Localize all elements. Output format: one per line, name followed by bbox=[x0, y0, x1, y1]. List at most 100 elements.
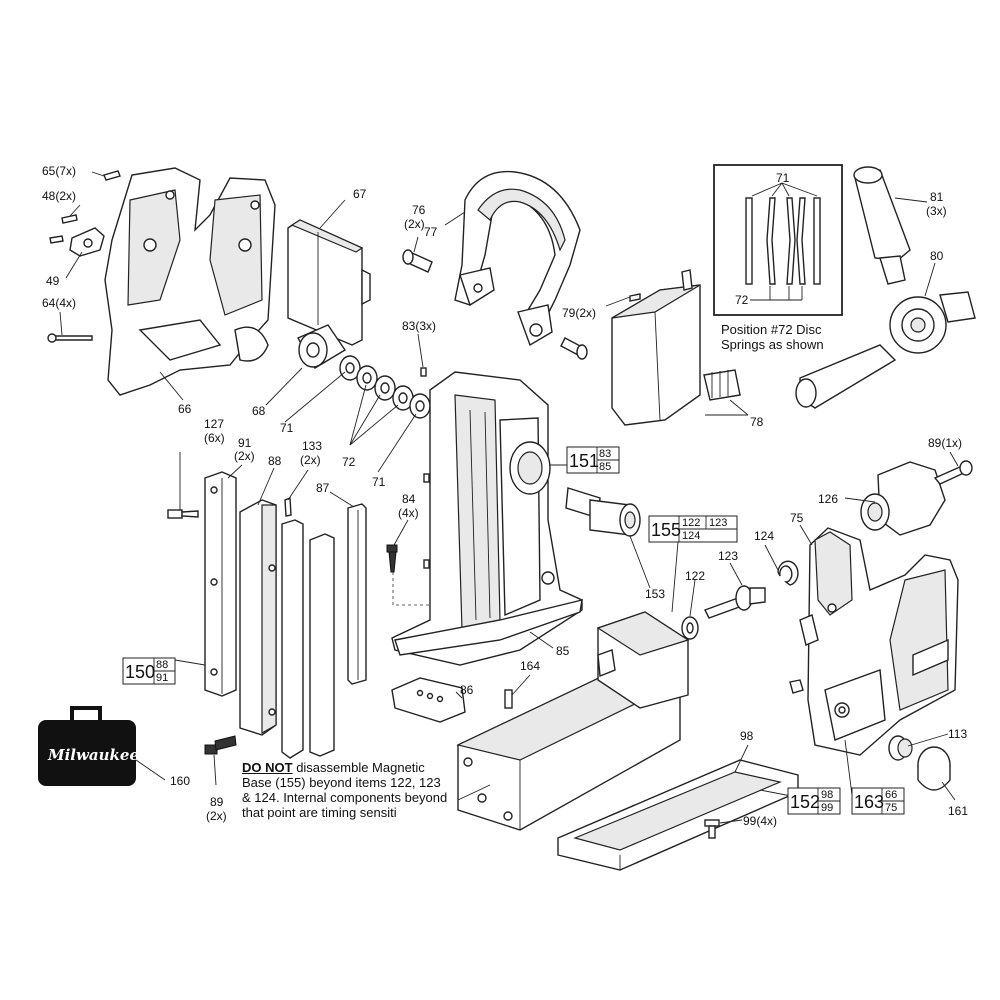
label-98: 98 bbox=[740, 729, 754, 743]
label-113: 113 bbox=[948, 727, 967, 741]
assembly-151-sub2: 85 bbox=[599, 461, 611, 473]
assembly-150-main: 150 bbox=[125, 662, 155, 682]
warning-emphasis: DO NOT bbox=[242, 760, 293, 775]
label-89-lower: 89 bbox=[210, 795, 224, 809]
part-127-screw bbox=[167, 509, 199, 519]
part-155-magnetic-base bbox=[456, 611, 690, 831]
assembly-box-163: 163 66 75 bbox=[851, 787, 905, 815]
assembly-box-151: 151 83 85 bbox=[566, 446, 620, 474]
washers-71-72 bbox=[339, 355, 431, 419]
assembly-152-sub1: 98 bbox=[821, 789, 833, 801]
assembly-163-sub1: 66 bbox=[885, 789, 897, 801]
part-68-cylinder bbox=[297, 324, 346, 369]
part-81-knob bbox=[853, 166, 911, 285]
part-80-hub bbox=[795, 291, 976, 409]
label-79: 79(2x) bbox=[562, 306, 596, 320]
assembly-155-sub1: 122 bbox=[682, 517, 700, 529]
label-68: 68 bbox=[252, 404, 266, 418]
label-124: 124 bbox=[754, 529, 774, 543]
label-133-qty: (2x) bbox=[300, 453, 321, 467]
part-124-clip bbox=[777, 560, 799, 586]
part-78-module bbox=[611, 269, 741, 426]
label-91: 91 bbox=[238, 436, 252, 450]
assembly-150-sub1: 88 bbox=[156, 659, 168, 671]
label-87: 87 bbox=[316, 481, 330, 495]
label-164: 164 bbox=[520, 659, 540, 673]
part-99-screw bbox=[704, 819, 720, 839]
part-161-cap bbox=[917, 746, 951, 791]
assembly-151-main: 151 bbox=[569, 451, 599, 471]
label-123: 123 bbox=[718, 549, 738, 563]
disc-spring-inset bbox=[713, 164, 843, 316]
label-161: 161 bbox=[948, 804, 968, 818]
part-83-pins bbox=[420, 367, 430, 569]
assembly-150-sub2: 91 bbox=[156, 672, 168, 684]
assembly-155-sub2: 124 bbox=[682, 530, 700, 542]
label-126: 126 bbox=[818, 492, 838, 506]
warning-note: DO NOT disassemble Magnetic Base (155) b… bbox=[242, 760, 452, 820]
part-77-handle bbox=[454, 170, 581, 347]
screws-65-48-64 bbox=[47, 170, 121, 343]
label-65: 65(7x) bbox=[42, 164, 76, 178]
part-87-rail bbox=[309, 503, 367, 757]
label-89-lower-qty: (2x) bbox=[206, 809, 227, 823]
label-86: 86 bbox=[460, 683, 474, 697]
label-80: 80 bbox=[930, 249, 944, 263]
part-91-rail bbox=[204, 471, 237, 697]
assembly-155-main: 155 bbox=[651, 520, 681, 540]
label-84-qty: (4x) bbox=[398, 506, 419, 520]
label-91-qty: (2x) bbox=[234, 449, 255, 463]
label-67: 67 bbox=[353, 187, 367, 201]
part-133-rail bbox=[281, 496, 304, 759]
part-153-shaft bbox=[565, 487, 641, 537]
label-99: 99(4x) bbox=[743, 814, 777, 828]
part-66-housing bbox=[104, 167, 276, 396]
part-123-screw bbox=[704, 585, 766, 619]
assembly-152-main: 152 bbox=[790, 792, 820, 812]
part-164-pin bbox=[504, 689, 513, 709]
part-79-screws bbox=[629, 293, 641, 302]
label-77: 77 bbox=[424, 225, 438, 239]
part-89-screw-lower bbox=[204, 735, 237, 755]
part-122-washer bbox=[681, 616, 699, 640]
label-85: 85 bbox=[556, 644, 570, 658]
assembly-151-sub1: 83 bbox=[599, 448, 611, 460]
label-127: 127 bbox=[204, 417, 224, 431]
label-76: 76 bbox=[412, 203, 426, 217]
label-48: 48(2x) bbox=[42, 189, 76, 203]
label-89-upper: 89(1x) bbox=[928, 436, 962, 450]
label-49: 49 bbox=[46, 274, 60, 288]
label-72-left: 72 bbox=[342, 455, 356, 469]
part-84-screws bbox=[386, 544, 398, 573]
assembly-box-155: 155 122 124 123 bbox=[648, 515, 738, 543]
label-133: 133 bbox=[302, 439, 322, 453]
warning-text: disassemble Magnetic Base (155) beyond i… bbox=[242, 760, 448, 820]
label-81: 81 bbox=[930, 190, 944, 204]
part-113-bushing bbox=[888, 735, 913, 761]
case-brand-logo: Milwaukee bbox=[47, 746, 139, 764]
label-81-qty: (3x) bbox=[926, 204, 947, 218]
part-86-block bbox=[391, 677, 466, 723]
label-88: 88 bbox=[268, 454, 282, 468]
label-71-right: 71 bbox=[372, 475, 386, 489]
inset-caption-line1: Position #72 Disc bbox=[721, 322, 822, 337]
label-83: 83(3x) bbox=[402, 319, 436, 333]
label-75: 75 bbox=[790, 511, 804, 525]
part-151-ring bbox=[509, 441, 551, 495]
leader-lines bbox=[59, 171, 959, 824]
label-76-qty: (2x) bbox=[404, 217, 425, 231]
assembly-155-sub3: 123 bbox=[709, 517, 727, 529]
label-84: 84 bbox=[402, 492, 416, 506]
label-64: 64(4x) bbox=[42, 296, 76, 310]
assembly-163-main: 163 bbox=[854, 792, 884, 812]
part-67-plate bbox=[287, 219, 371, 346]
label-71-inset: 71 bbox=[776, 171, 790, 185]
part-160-case: Milwaukee bbox=[38, 706, 139, 786]
part-163-front-housing bbox=[789, 527, 959, 756]
assembly-box-150: 150 88 91 bbox=[122, 657, 176, 685]
label-122: 122 bbox=[685, 569, 705, 583]
part-89-screw-upper bbox=[933, 460, 973, 485]
label-66: 66 bbox=[178, 402, 192, 416]
assembly-152-sub2: 99 bbox=[821, 802, 833, 814]
